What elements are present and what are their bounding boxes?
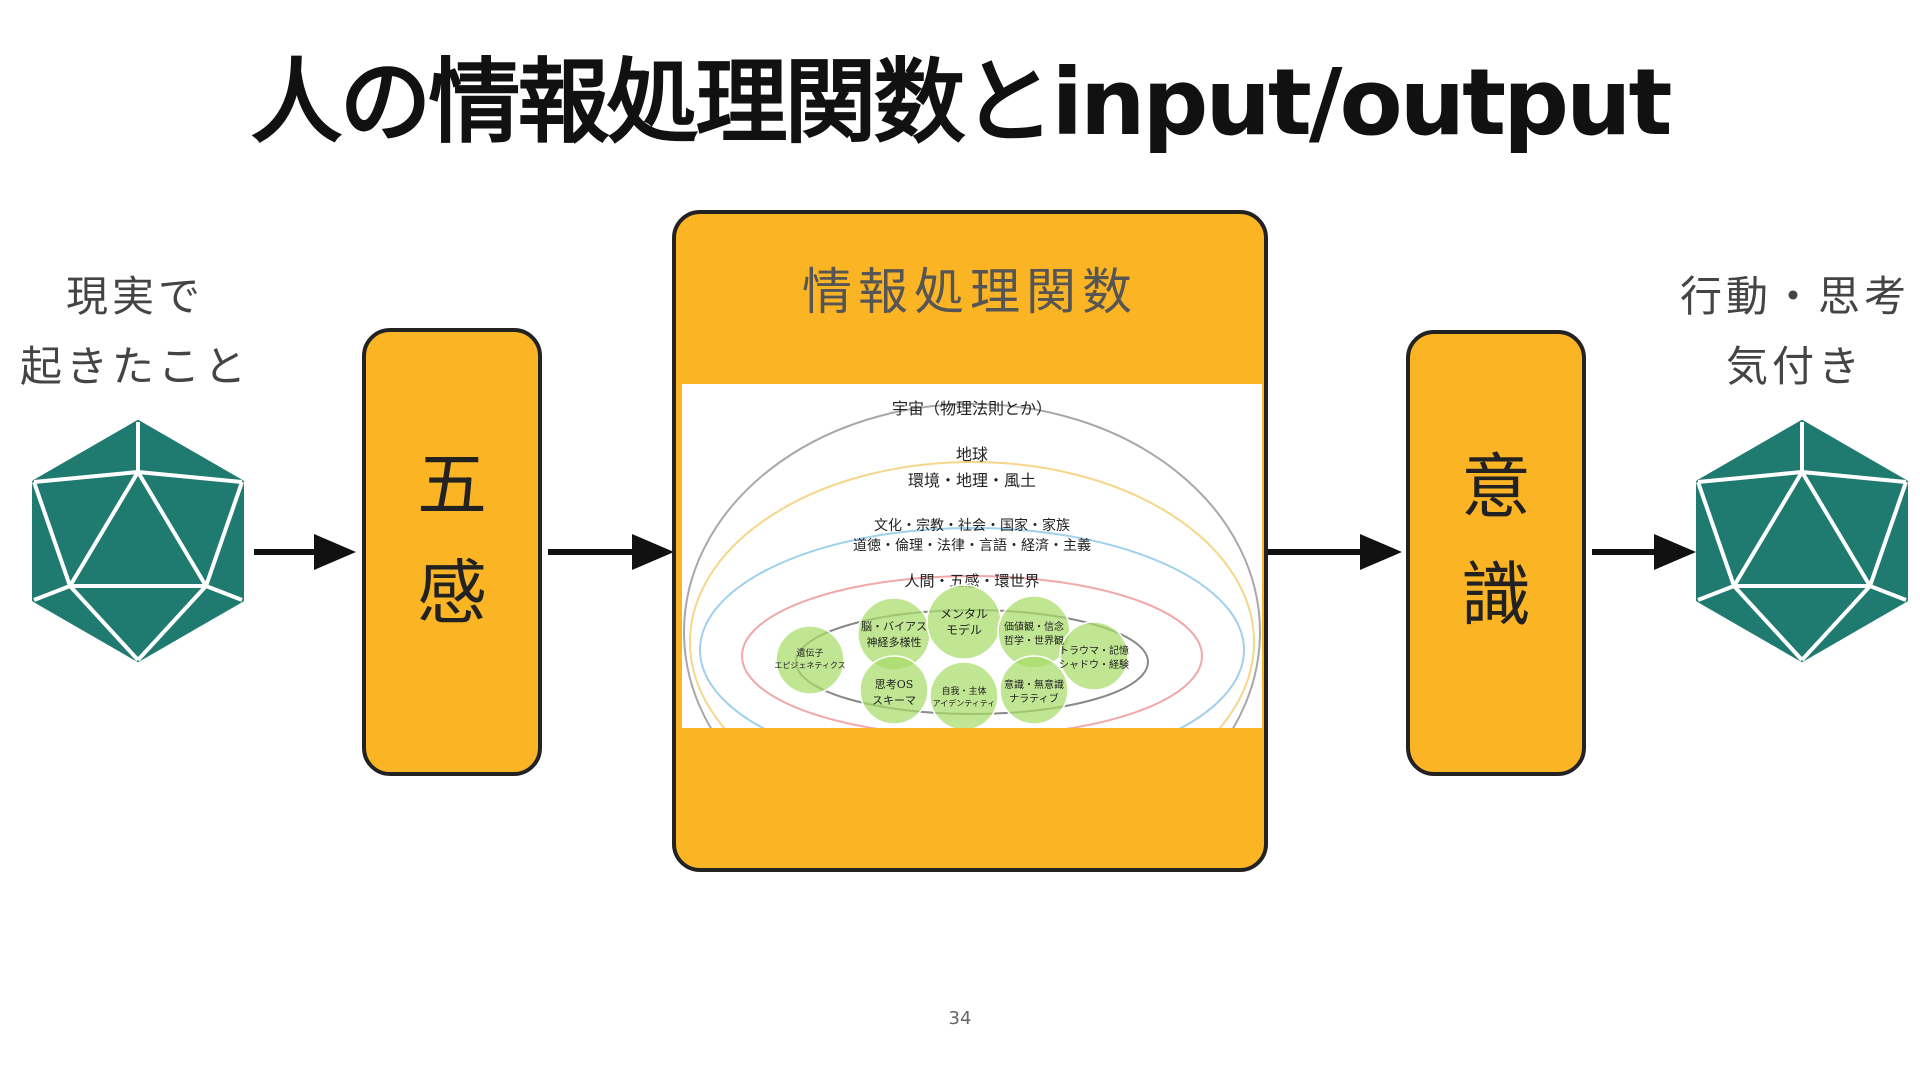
input-label-line2: 起きたこと [19, 342, 250, 391]
output-label-line2: 気付き [1725, 342, 1864, 391]
output-label: 行動・思考 気付き [1670, 262, 1920, 402]
arrow-right-icon [1592, 534, 1696, 570]
bubble-mental-line2: モデル [946, 622, 982, 637]
output-label-line1: 行動・思考 [1679, 272, 1910, 321]
icosahedron-input-shape [32, 420, 244, 662]
icosahedron-output-shape [1696, 420, 1908, 662]
bubble-trauma-line1: トラウマ・記憶 [1059, 644, 1129, 657]
page-number: 34 [948, 1008, 972, 1029]
consciousness-char-2: 識 [1461, 554, 1531, 636]
bubble-narrative-line2: ナラティブ [1009, 692, 1058, 705]
human-label: 人間・五感・環世界 [904, 572, 1039, 590]
arrow-right-icon [254, 534, 356, 570]
bubble-values-line1: 価値観・信念 [1004, 620, 1064, 633]
bubble-trauma [1059, 621, 1129, 691]
nested-diagram: 宇宙（物理法則とか） 地球 環境・地理・風土 文化・宗教・社会・国家・家族 道徳… [682, 384, 1262, 861]
bubble-self-line2: アイデンティティ [933, 698, 996, 708]
bubble-values-line2: 哲学・世界観 [1004, 634, 1064, 647]
bubble-group [775, 584, 1129, 731]
icosahedron-icon [32, 420, 244, 662]
bubble-trauma-line2: シャドウ・経験 [1059, 658, 1129, 671]
nested-layers-diagram: 宇宙（物理法則とか） 地球 環境・地理・風土 文化・宗教・社会・国家・家族 道徳… [683, 399, 1261, 861]
bubble-self-line1: 自我・主体 [941, 685, 986, 697]
senses-char-1: 五 [417, 444, 487, 526]
earth-label: 地球 [956, 445, 988, 464]
culture-label-1: 文化・宗教・社会・国家・家族 [874, 517, 1070, 534]
consciousness-char-1: 意 [1461, 446, 1531, 528]
consciousness-box: 意 識 [1406, 330, 1586, 776]
icosahedron-icon [1696, 420, 1908, 662]
bubble-thinking-line2: スキーマ [872, 694, 916, 707]
universe-label: 宇宙（物理法則とか） [892, 399, 1052, 418]
senses-char-2: 感 [417, 552, 487, 634]
arrow-right-icon [1268, 534, 1402, 570]
bubble-mental [926, 584, 1002, 660]
info-processing-title: 情報処理関数 [802, 263, 1138, 321]
environment-label: 環境・地理・風土 [908, 471, 1036, 490]
arrow-right-icon [548, 534, 674, 570]
bubble-brain-line1: 脳・バイアス [861, 620, 927, 633]
bubble-genes [775, 625, 845, 695]
bubble-thinking [859, 655, 929, 725]
bubble-thinking-line1: 思考OS [875, 678, 914, 691]
bubble-brain-line2: 神経多様性 [867, 635, 922, 649]
bubble-narrative [999, 655, 1069, 725]
slide-title: 人の情報処理関数とinput/output [250, 49, 1673, 156]
bubble-genes-line1: 遺伝子 [796, 647, 823, 659]
bubble-mental-line1: メンタル [940, 607, 988, 621]
input-label: 現実で 起きたこと [10, 262, 260, 402]
info-processing-box: 情報処理関数 宇宙（物理法則とか） 地球 環境・地理・風土 文化・宗教・社会・国… [672, 210, 1268, 872]
senses-box: 五 感 [362, 328, 542, 776]
input-label-line1: 現実で [65, 272, 204, 321]
bubble-narrative-line1: 意識・無意識 [1004, 678, 1064, 691]
bubble-genes-line2: エピジェネティクス [774, 661, 845, 670]
culture-label-2: 道徳・倫理・法律・言語・経済・主義 [853, 537, 1091, 554]
